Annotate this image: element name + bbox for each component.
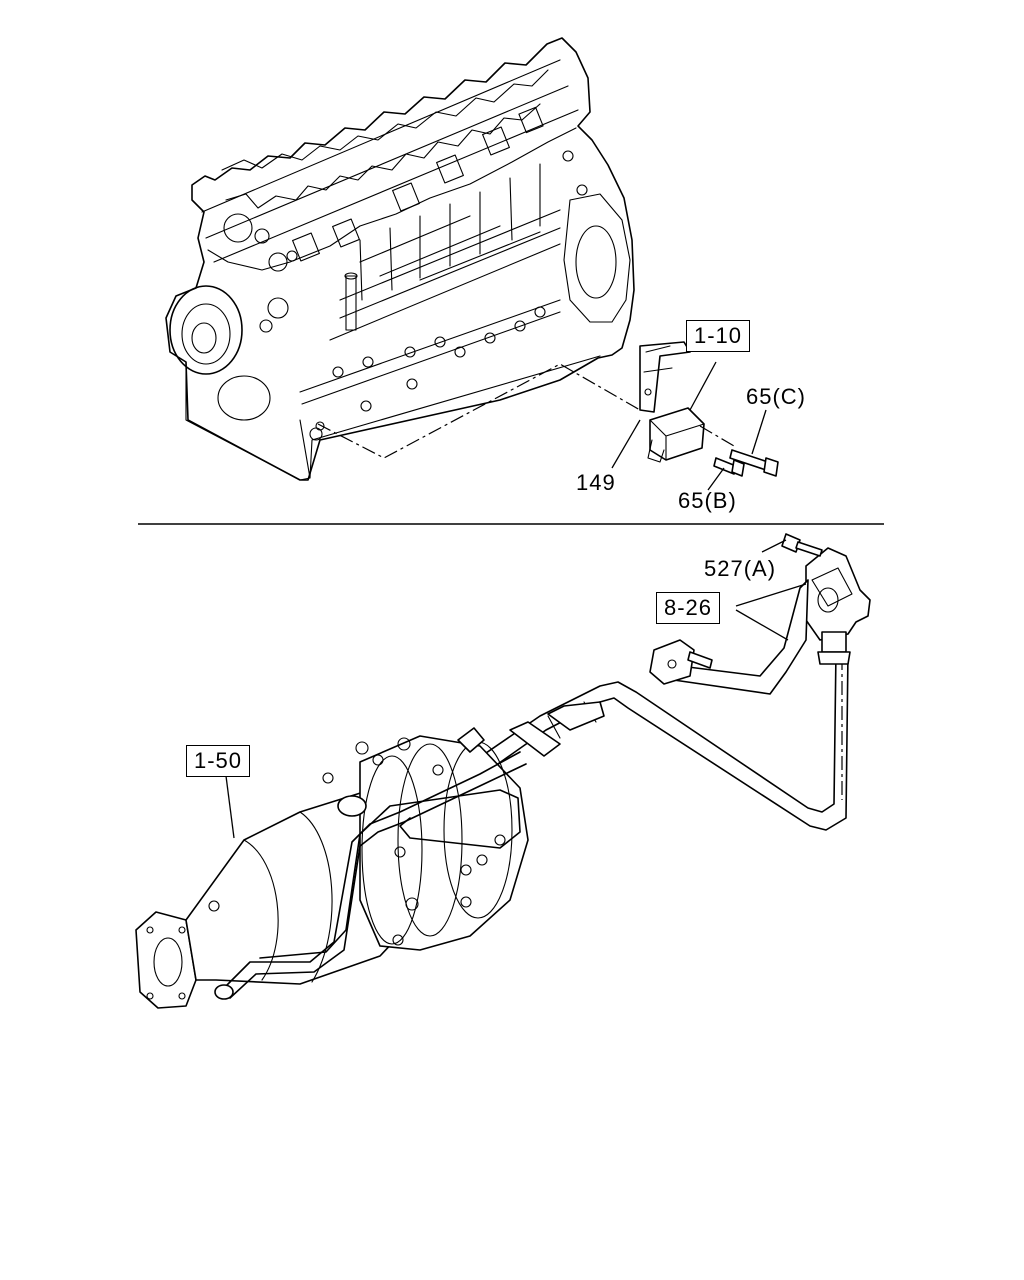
block-bolts bbox=[332, 306, 546, 412]
leader-65b bbox=[707, 467, 725, 491]
bolt-527a bbox=[781, 533, 823, 557]
callout-65c[interactable]: 65(C) bbox=[746, 384, 807, 409]
leader-149 bbox=[611, 419, 641, 469]
bolt-axis bbox=[699, 425, 735, 447]
callout-8-26[interactable]: 8-26 bbox=[656, 592, 721, 624]
bolt-65c bbox=[729, 449, 779, 477]
engine-block bbox=[165, 37, 635, 481]
pressure-sensor-assembly bbox=[649, 547, 871, 695]
callout-1-10[interactable]: 1-10 bbox=[686, 320, 751, 352]
callout-65b[interactable]: 65(B) bbox=[678, 488, 737, 513]
leader-1-50 bbox=[225, 775, 235, 839]
leader-65c bbox=[751, 409, 767, 455]
callout-1-50[interactable]: 1-50 bbox=[186, 745, 251, 777]
leader-8-26 bbox=[735, 583, 807, 641]
front-pulley bbox=[169, 285, 271, 421]
callout-149[interactable]: 149 bbox=[576, 470, 616, 495]
leader-1-10 bbox=[689, 361, 717, 411]
callout-527a[interactable]: 527(A) bbox=[704, 556, 777, 581]
diesel-particulate-filter bbox=[135, 701, 605, 1009]
bolt-65b bbox=[713, 457, 745, 477]
mounting-reference-line bbox=[317, 363, 641, 459]
leader-527a bbox=[761, 539, 787, 553]
engine-mount-bracket bbox=[639, 341, 705, 463]
